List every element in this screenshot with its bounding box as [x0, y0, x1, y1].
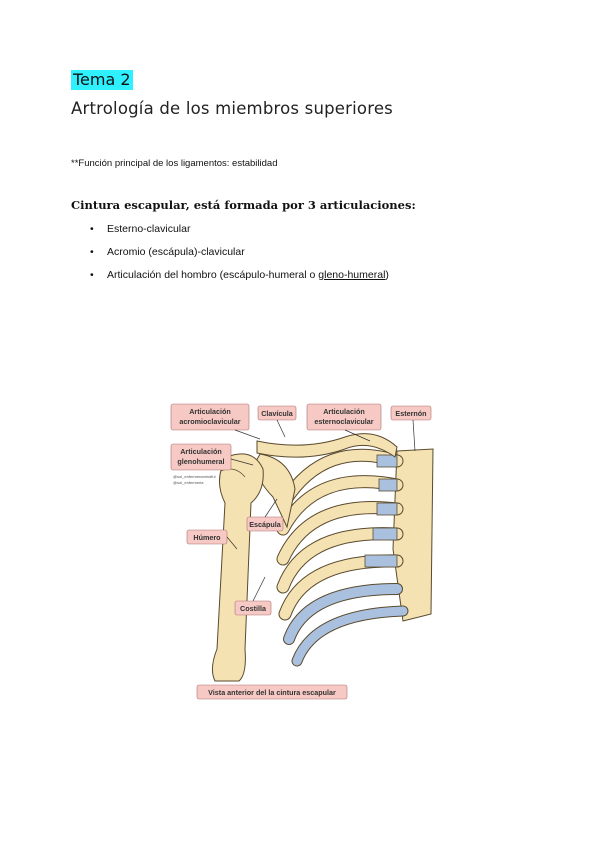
joints-list: •Esterno-clavicular •Acromio (escápula)-… — [71, 222, 389, 291]
figure-caption: Vista anterior del la cintura escapular — [208, 688, 336, 697]
section-heading: Cintura escapular, está formada por 3 ar… — [71, 198, 416, 212]
label-escapula: Escápula — [249, 520, 282, 529]
list-item: •Acromio (escápula)-clavicular — [90, 246, 245, 258]
label-costilla: Costilla — [240, 604, 267, 613]
shoulder-girdle-illustration: Articulación acromioclavicular Clavícula… — [165, 399, 435, 704]
label-acromio-line2: acromioclavicular — [179, 417, 240, 426]
label-gleno-line2: glenohumeral — [177, 457, 224, 466]
label-esterno-line1: Articulación — [323, 407, 365, 416]
label-clavicula: Clavícula — [261, 409, 294, 418]
label-humero: Húmero — [193, 533, 221, 542]
ligament-note: **Función principal de los ligamentos: e… — [71, 158, 278, 169]
label-esterno-line2: esternoclavicular — [314, 417, 373, 426]
topic-label: Tema 2 — [71, 70, 133, 90]
humerus — [211, 453, 264, 682]
bullet-icon: • — [90, 246, 94, 258]
bullet-icon: • — [90, 269, 94, 281]
page-title: Artrología de los miembros superiores — [71, 99, 393, 118]
list-item: •Esterno-clavicular — [90, 223, 191, 235]
watermark-line2: @sol_enfermeria — [173, 480, 204, 485]
watermark-line1: @sol_enfermeramindful — [173, 474, 216, 479]
gleno-humeral-link: gleno-humeral — [318, 269, 386, 281]
label-gleno-line1: Articulación — [180, 447, 222, 456]
bullet-icon: • — [90, 223, 94, 235]
label-esternon: Esternón — [395, 409, 426, 418]
clavicle — [256, 433, 398, 458]
label-acromio-line1: Articulación — [189, 407, 231, 416]
list-item: •Articulación del hombro (escápulo-humer… — [90, 269, 389, 281]
